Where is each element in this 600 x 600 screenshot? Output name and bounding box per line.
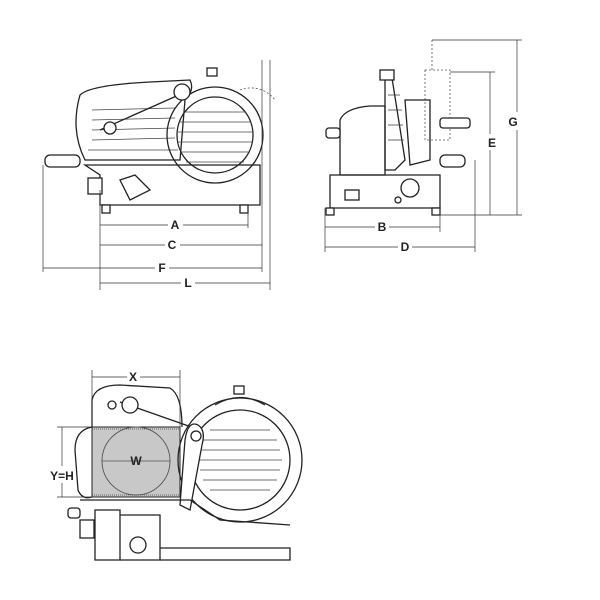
blade-guard	[166, 86, 264, 184]
front-view	[44, 67, 276, 214]
sharpener-knob-side	[379, 69, 395, 81]
side-view	[325, 40, 471, 216]
dimension-f-label: F	[158, 261, 165, 275]
side-handle	[44, 154, 81, 168]
front-dimensions: A C F L	[42, 60, 271, 290]
side-dimensions: B D E G	[324, 39, 522, 254]
dimension-w-label: W	[130, 454, 142, 468]
dimension-a-label: A	[171, 218, 180, 232]
product-carriage	[75, 79, 193, 161]
dimension-d-label: D	[401, 240, 410, 254]
dimension-yh-label: Y=H	[50, 469, 74, 483]
power-switch	[344, 189, 360, 201]
sharpener-knob	[206, 67, 218, 77]
detail-dimensions: X Y=H W	[50, 370, 181, 498]
dimension-x-label: X	[129, 370, 137, 384]
dimension-c-label: C	[168, 238, 177, 252]
sharpener-knob-detail	[233, 385, 245, 395]
side-handle-side	[439, 154, 466, 168]
dimension-b-label: B	[378, 220, 387, 234]
cutting-area-shade	[91, 426, 181, 498]
dimension-g-label: G	[508, 115, 517, 129]
adjust-knob	[79, 519, 95, 539]
dimension-l-label: L	[184, 276, 191, 290]
dimension-e-label: E	[488, 136, 496, 150]
detail-view	[67, 384, 303, 561]
blade	[176, 96, 254, 174]
